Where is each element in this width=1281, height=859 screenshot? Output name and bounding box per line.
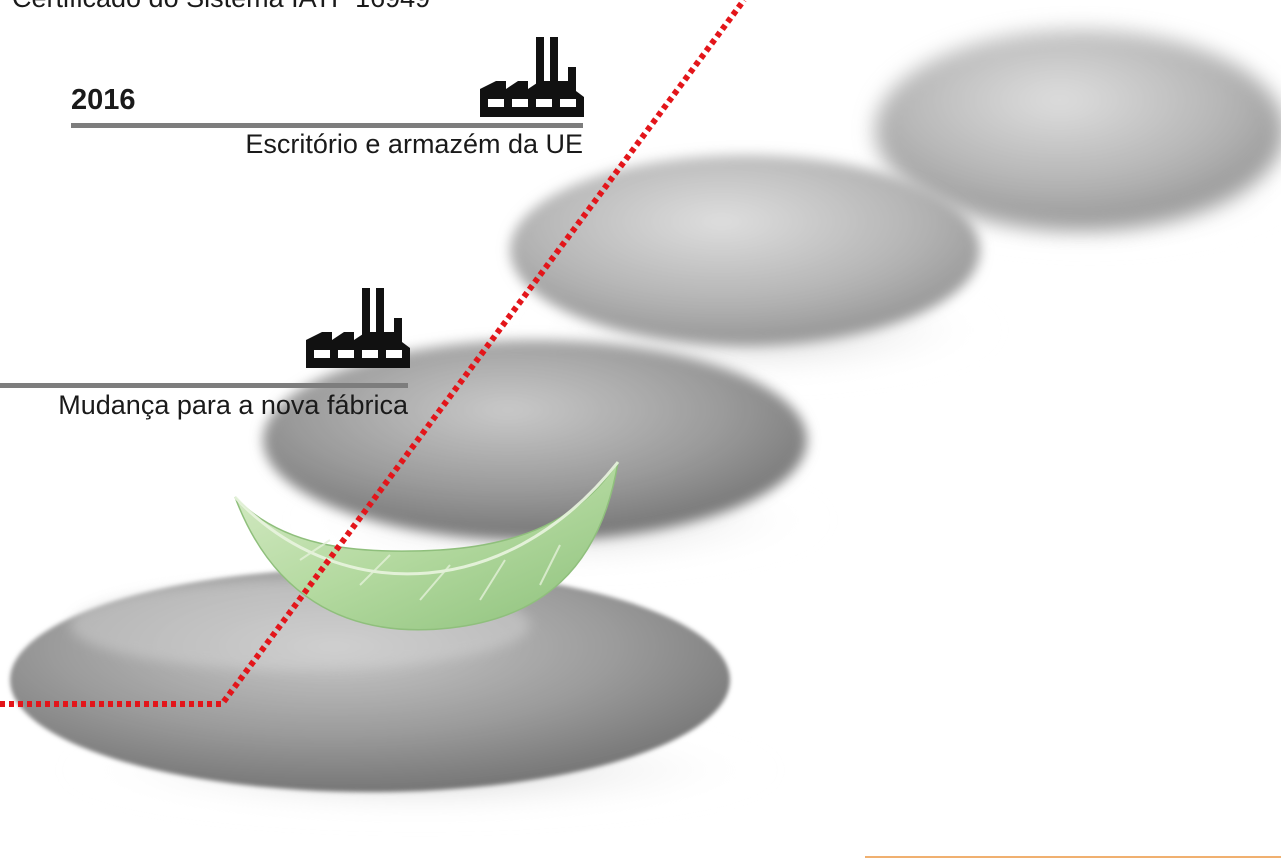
milestone-divider bbox=[0, 383, 408, 388]
leaf-illustration bbox=[233, 461, 620, 631]
milestone-label: Escritório e armazém da UE bbox=[245, 129, 583, 159]
milestone-year: 2016 bbox=[71, 84, 136, 116]
factory-icon bbox=[480, 37, 584, 117]
timeline-dotted-line bbox=[0, 0, 747, 707]
factory-icon bbox=[306, 288, 410, 368]
pebble-far bbox=[875, 30, 1281, 230]
pebble-middle bbox=[263, 340, 807, 540]
certificate-caption: Certificado do Sistema IATF 16949 bbox=[12, 0, 430, 14]
milestone-divider bbox=[71, 123, 583, 128]
milestone-label: Mudança para a nova fábrica bbox=[58, 390, 408, 420]
pebble-midback bbox=[510, 155, 980, 345]
